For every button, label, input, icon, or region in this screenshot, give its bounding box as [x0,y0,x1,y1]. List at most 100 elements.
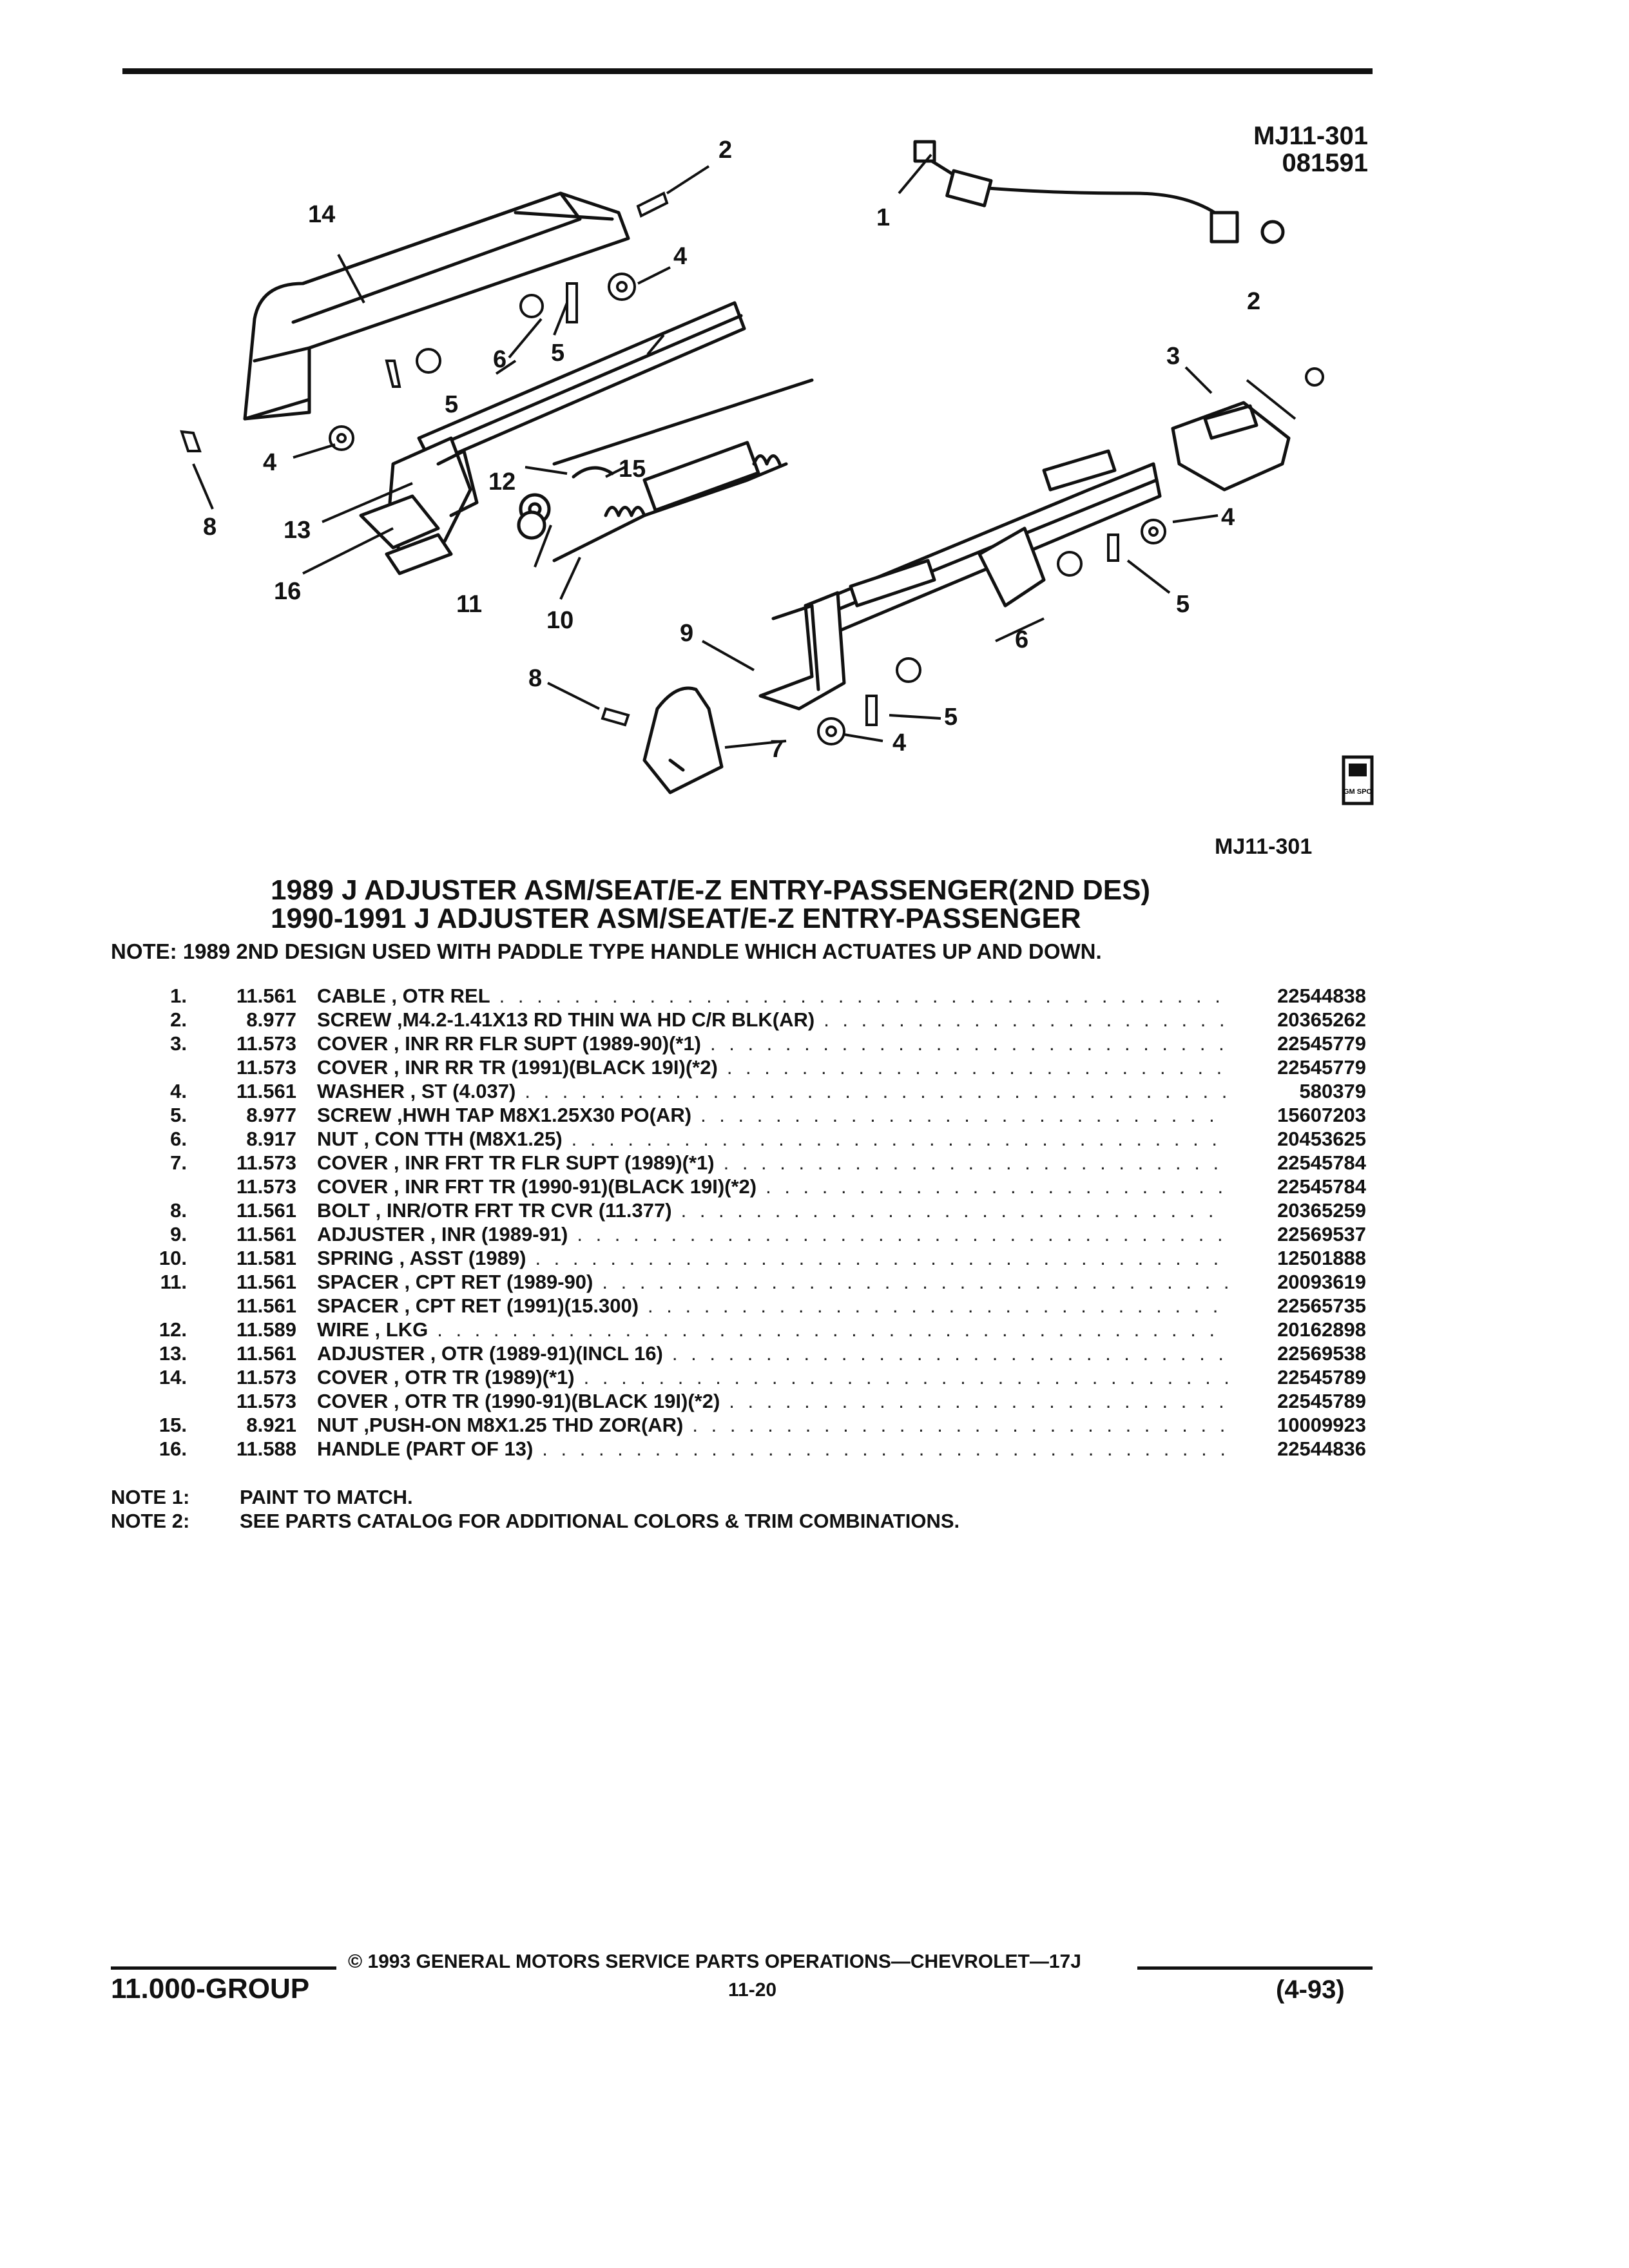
part-number: 22569538 [1277,1342,1366,1365]
group-number: 11.561 [236,1294,296,1317]
exploded-parts-diagram: 1 2 2 3 4 4 4 4 5 5 5 5 6 6 7 8 8 9 10 1… [180,137,1374,805]
callout-4-b: 4 [263,449,276,476]
item-number: 9. [170,1223,187,1245]
part-number: 20093619 [1277,1271,1366,1293]
design-note: NOTE: 1989 2ND DESIGN USED WITH PADDLE T… [111,939,1102,963]
footer-date: (4-93) [1276,1975,1345,2004]
part-description: ADJUSTER , INR (1989-91) [317,1223,568,1245]
part-description: WASHER , ST (4.037) [317,1080,516,1102]
group-number: 11.573 [236,1151,296,1174]
group-number: 11.589 [236,1318,296,1341]
top-rule [122,68,1373,74]
title-line-1: 1989 J ADJUSTER ASM/SEAT/E-Z ENTRY-PASSE… [271,874,1151,906]
dot-leader [437,1318,1228,1341]
part-number: 22544836 [1277,1437,1366,1460]
footer-page-number: 11-20 [728,1979,777,2001]
part-5-screw-4 [865,695,878,726]
callout-15: 15 [619,456,646,483]
item-number: 5. [170,1104,187,1126]
item-number: 8. [170,1199,187,1222]
page-title: 1989 J ADJUSTER ASM/SEAT/E-Z ENTRY-PASSE… [271,876,1150,933]
part-number: 15607203 [1277,1104,1366,1126]
group-number: 11.561 [236,1199,296,1222]
part-5-screw-2 [385,360,401,388]
dot-leader [499,985,1228,1008]
part-1-cable [920,153,1233,227]
part-12-wire [552,378,814,466]
part-number: 580379 [1299,1080,1366,1102]
callout-16: 16 [274,578,301,605]
gm-spo-badge [1342,755,1374,805]
callout-9: 9 [680,620,693,647]
note-line: NOTE 1:PAINT TO MATCH. [111,1485,959,1509]
item-number: 16. [159,1437,187,1460]
group-number: 11.573 [236,1056,296,1079]
part-8-bolt-1 [180,430,202,452]
callout-5-a: 5 [551,340,564,367]
dot-leader [692,1414,1228,1437]
part-6-nut-4 [896,657,921,683]
part-number: 20365262 [1277,1008,1366,1031]
part-5-screw-3 [1107,533,1119,562]
dot-leader [572,1128,1228,1151]
dot-leader [584,1366,1228,1389]
callout-5-b: 5 [445,391,458,418]
part-number: 20365259 [1277,1199,1366,1222]
callout-2-right: 2 [1247,288,1260,315]
footer-rule-right [1137,1966,1373,1970]
part-number: 10009923 [1277,1414,1366,1436]
item-number: 12. [159,1318,187,1341]
callout-6-a: 6 [493,346,506,373]
callout-7: 7 [770,736,784,763]
title-line-2: 1990-1991 J ADJUSTER ASM/SEAT/E-Z ENTRY-… [271,903,1081,934]
part-description: COVER , INR RR FLR SUPT (1989-90)(*1) [317,1032,701,1055]
part-number: 22545779 [1277,1032,1366,1055]
footer-group: 11.000-GROUP [111,1973,310,2004]
part-description: BOLT , INR/OTR FRT TR CVR (11.377) [317,1199,672,1222]
part-description: NUT ,PUSH-ON M8X1.25 THD ZOR(AR) [317,1414,684,1436]
part-number: 20162898 [1277,1318,1366,1341]
footer-rule-left [111,1966,336,1970]
dot-leader [729,1390,1228,1413]
callout-11: 11 [456,591,482,618]
callout-12: 12 [488,468,516,495]
group-number: 11.561 [236,985,296,1007]
group-number: 11.561 [236,1223,296,1245]
callout-6-b: 6 [1015,626,1028,653]
part-number: 22545789 [1277,1390,1366,1412]
part-description: CABLE , OTR REL [317,985,490,1007]
callout-4-d: 4 [892,729,906,756]
group-number: 11.561 [236,1342,296,1365]
item-number: 7. [170,1151,187,1174]
dot-leader [700,1104,1228,1127]
group-number: 8.921 [246,1414,296,1436]
part-number: 22565735 [1277,1294,1366,1317]
group-number: 11.573 [236,1390,296,1412]
part-description: SCREW ,HWH TAP M8X1.25X30 PO(AR) [317,1104,692,1126]
group-number: 8.977 [246,1008,296,1031]
group-number: 11.573 [236,1175,296,1198]
callout-4-a: 4 [673,243,687,270]
dot-leader [525,1080,1228,1103]
group-number: 11.573 [236,1032,296,1055]
item-number: 1. [170,985,187,1007]
dot-leader [710,1032,1228,1055]
item-number: 4. [170,1080,187,1102]
dot-leader [602,1271,1228,1294]
part-6-nut-2 [416,348,441,374]
callout-8-b: 8 [528,665,542,692]
callout-1: 1 [876,204,890,231]
part-description: NUT , CON TTH (M8X1.25) [317,1128,563,1150]
callout-5-c: 5 [1176,591,1190,618]
part-2-screw-left [636,191,669,218]
